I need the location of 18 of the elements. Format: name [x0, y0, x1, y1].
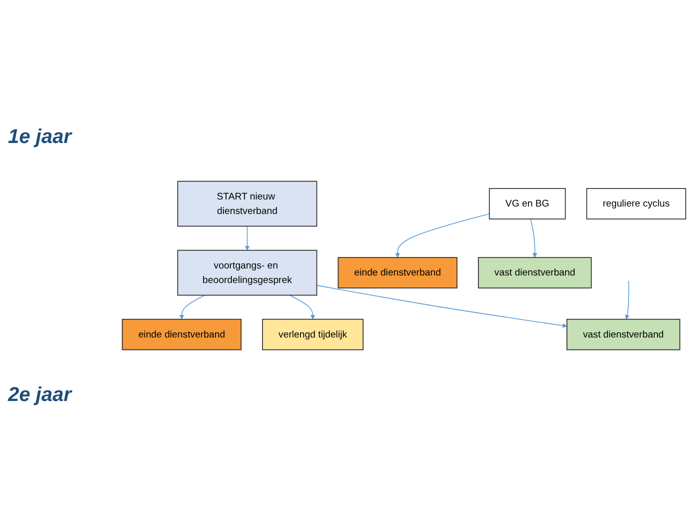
process-box: voortgangs- en beoordelingsgesprek: [177, 250, 318, 296]
process-box: einde dienstverband: [338, 258, 458, 289]
arrow: [290, 295, 316, 320]
year-label: 2e jaar: [8, 384, 74, 406]
arrow: [316, 285, 568, 328]
process-box: reguliere cyclus: [586, 188, 686, 220]
process-box: verlengd tijdelijk: [262, 319, 364, 351]
year-label: 1e jaar: [8, 126, 74, 148]
arrow: [179, 295, 205, 320]
arrow: [395, 214, 490, 258]
process-box: einde dienstverband: [122, 319, 242, 351]
arrow: [624, 280, 630, 320]
process-box: vast dienstverband: [478, 258, 592, 289]
process-box: VG en BG: [488, 188, 566, 220]
arrow: [244, 226, 250, 251]
process-box: START nieuw dienstverband: [177, 181, 318, 228]
arrow: [530, 219, 538, 258]
process-box: vast dienstverband: [566, 319, 680, 351]
